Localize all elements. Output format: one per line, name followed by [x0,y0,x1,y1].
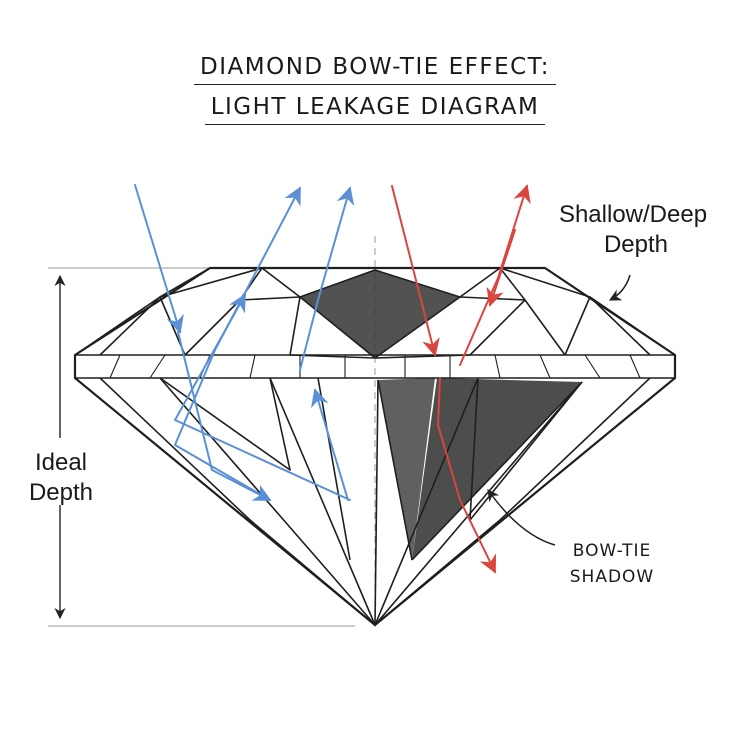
ideal-depth-label-1: Ideal [35,449,87,476]
pavilion-facet-1 [159,377,376,626]
crown-facet-r1 [459,296,566,356]
blue-ray-out-2 [299,186,355,371]
pavilion-facet-10 [377,379,413,561]
pavilion-facet-12 [317,377,351,561]
bow-tie-callout [487,489,556,546]
crown-facet-r5 [589,296,651,356]
diamond-silhouette [73,266,677,627]
returned-light-rays [134,184,355,501]
red-ray-leak-1 [437,377,497,574]
crown-facet-l3 [99,296,161,356]
bow-tie-label-2: SHADOW [570,567,654,587]
shallow-deep-label-1: Shallow/Deep [559,201,707,228]
diagram-title-line-2: LIGHT LEAKAGE DIAGRAM [0,94,750,125]
crown-facet-r3 [469,299,526,356]
crown-facet-r2 [499,267,526,301]
pavilion-facet-2 [269,377,376,626]
blue-ray-inner-1 [174,293,351,501]
ideal-depth-label-2: Depth [29,479,93,506]
blue-ray-out-1 [174,186,301,501]
pavilion-facet-4 [374,377,479,626]
crown-facet-l5 [184,296,301,356]
pavilion-facet-9 [374,377,651,626]
crown-facet-r4 [564,296,591,356]
pavilion-shadow-left [378,378,435,560]
shallow-deep-label-2: Depth [604,231,668,258]
red-ray-out-1 [459,184,531,366]
bow-tie-label-1: BOW-TIE [573,541,652,561]
pavilion-facet-11 [411,381,583,561]
shallow-deep-callout [608,274,631,301]
leaked-light-rays [391,184,531,574]
title-text-1: DIAMOND BOW-TIE EFFECT: [194,54,556,85]
red-ray-in-1 [391,185,440,357]
blue-ray-in-1 [134,184,184,334]
callout-arrows [487,274,631,546]
blue-ray-inner-2 [311,388,349,501]
diagram-title-line-1: DIAMOND BOW-TIE EFFECT: [0,54,750,85]
red-ray-in-2 [486,229,516,307]
blue-ray-reflect-1 [177,331,272,501]
pavilion-facet-6 [159,377,291,471]
pavilion-facet-5 [374,381,583,626]
pavilion-facet-7 [99,377,376,626]
pavilion-facet-3 [374,379,379,626]
title-text-2: LIGHT LEAKAGE DIAGRAM [204,94,546,125]
